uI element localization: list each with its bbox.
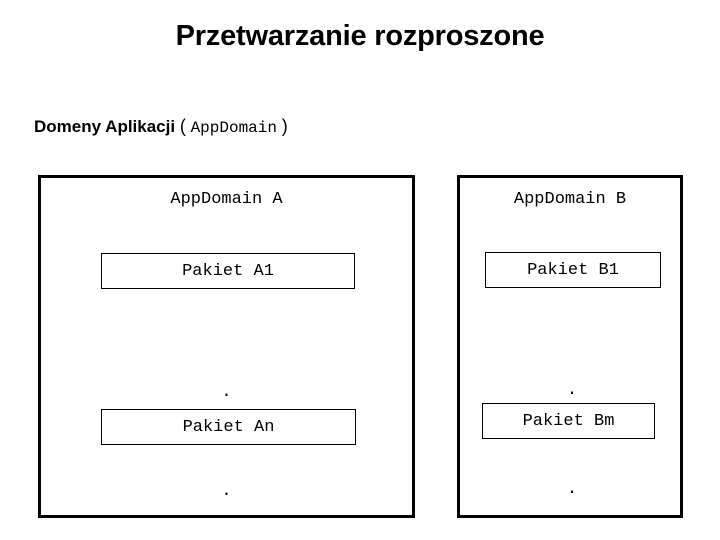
domain-label-appdomain-b: AppDomain B bbox=[513, 190, 627, 209]
page-title: Przetwarzanie rozproszone bbox=[175, 20, 545, 52]
ellipsis-dot: . bbox=[566, 381, 578, 400]
subtitle-paren-close: ) bbox=[281, 116, 288, 136]
package-label: Pakiet Bm bbox=[522, 411, 615, 431]
package-box-pakiet-bm: Pakiet Bm bbox=[482, 403, 655, 439]
package-box-pakiet-a1: Pakiet A1 bbox=[101, 253, 355, 289]
ellipsis-dot: . bbox=[221, 482, 232, 501]
subtitle-label: Domeny Aplikacji bbox=[34, 117, 176, 136]
vertical-ellipsis-b: . . . bbox=[460, 308, 684, 540]
vertical-ellipsis-a: . . . bbox=[41, 310, 412, 540]
package-label: Pakiet B1 bbox=[527, 260, 619, 280]
subtitle-paren-open: ( bbox=[179, 116, 186, 136]
package-label: Pakiet A1 bbox=[182, 261, 274, 281]
subtitle-caption: Domeny Aplikacji ( AppDomain ) bbox=[34, 115, 288, 139]
package-label: Pakiet An bbox=[182, 417, 275, 437]
domain-box-appdomain-b: AppDomain B Pakiet B1 . . . Pakiet Bm bbox=[457, 175, 683, 518]
package-box-pakiet-an: Pakiet An bbox=[101, 409, 356, 445]
ellipsis-dot: . bbox=[221, 383, 232, 402]
package-box-pakiet-b1: Pakiet B1 bbox=[485, 252, 661, 288]
domain-label-appdomain-a: AppDomain A bbox=[170, 190, 283, 209]
ellipsis-dot: . bbox=[566, 480, 578, 499]
subtitle-mono-term: AppDomain bbox=[190, 119, 277, 137]
domain-box-appdomain-a: AppDomain A Pakiet A1 . . . Pakiet An bbox=[38, 175, 415, 518]
